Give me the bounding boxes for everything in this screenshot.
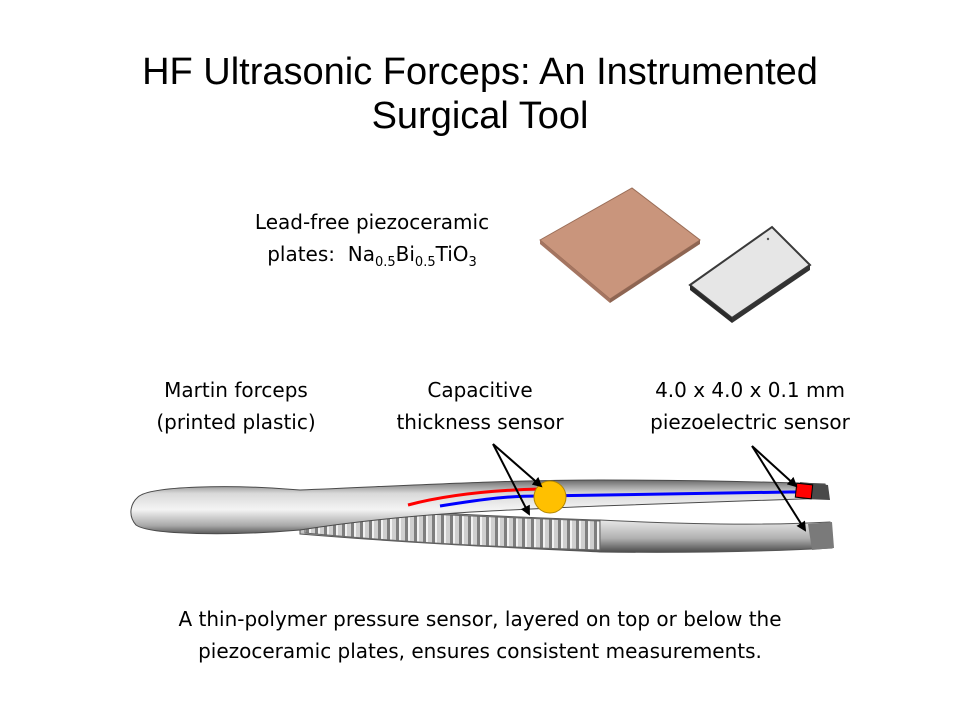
arrow-capacitive-top	[493, 444, 541, 486]
capacitive-sensor-marker	[534, 481, 566, 513]
white-plate	[690, 227, 810, 318]
piezoceramic-plates-image	[540, 188, 810, 323]
forceps-lower-tip	[808, 522, 834, 550]
copper-plate	[540, 188, 700, 299]
piezo-sensor-marker	[795, 483, 812, 499]
forceps-image	[131, 480, 834, 552]
